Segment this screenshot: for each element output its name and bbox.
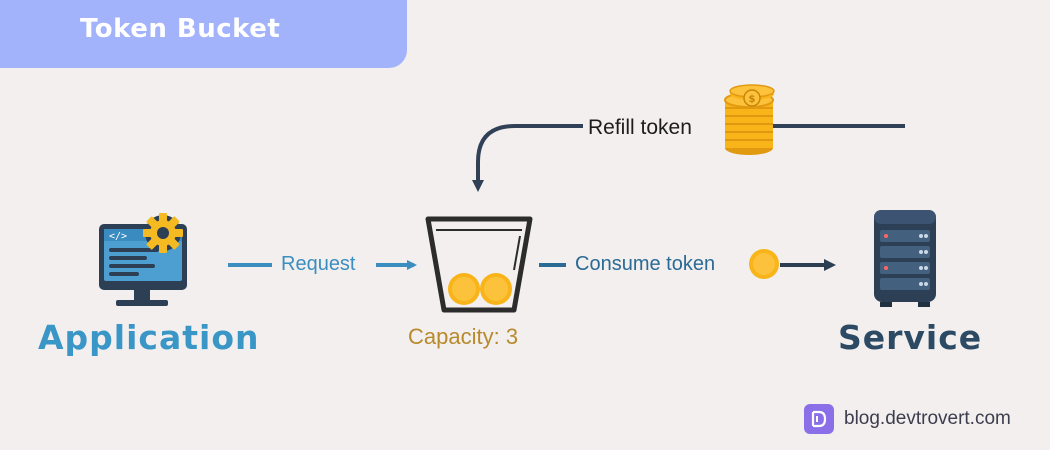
bucket-icon xyxy=(425,216,533,313)
request-label: Request xyxy=(281,253,356,275)
server-icon xyxy=(874,210,936,307)
coin-icon xyxy=(480,273,512,305)
consume-label: Consume token xyxy=(575,253,716,275)
coin-icon xyxy=(448,273,480,305)
footer-brand[interactable]: blog.devtrovert.com xyxy=(804,404,1011,434)
bucket-tokens xyxy=(448,273,512,305)
brand-link[interactable]: blog.devtrovert.com xyxy=(844,408,1011,429)
title-banner: Token Bucket xyxy=(0,0,407,68)
svg-text:$: $ xyxy=(749,94,756,105)
refill-arrow xyxy=(472,124,905,192)
capacity-label: Capacity: 3 xyxy=(408,324,519,349)
diagram-title: Token Bucket xyxy=(80,14,281,44)
refill-label: Refill token xyxy=(588,116,692,139)
service-label: Service xyxy=(838,318,983,357)
monitor-gear-icon: </> xyxy=(99,213,187,306)
application-label: Application xyxy=(38,318,260,357)
coin-stack-icon: $ xyxy=(724,84,775,155)
coin-icon xyxy=(749,249,779,279)
devtrovert-logo-icon xyxy=(804,404,834,434)
svg-text:</>: </> xyxy=(109,231,127,242)
